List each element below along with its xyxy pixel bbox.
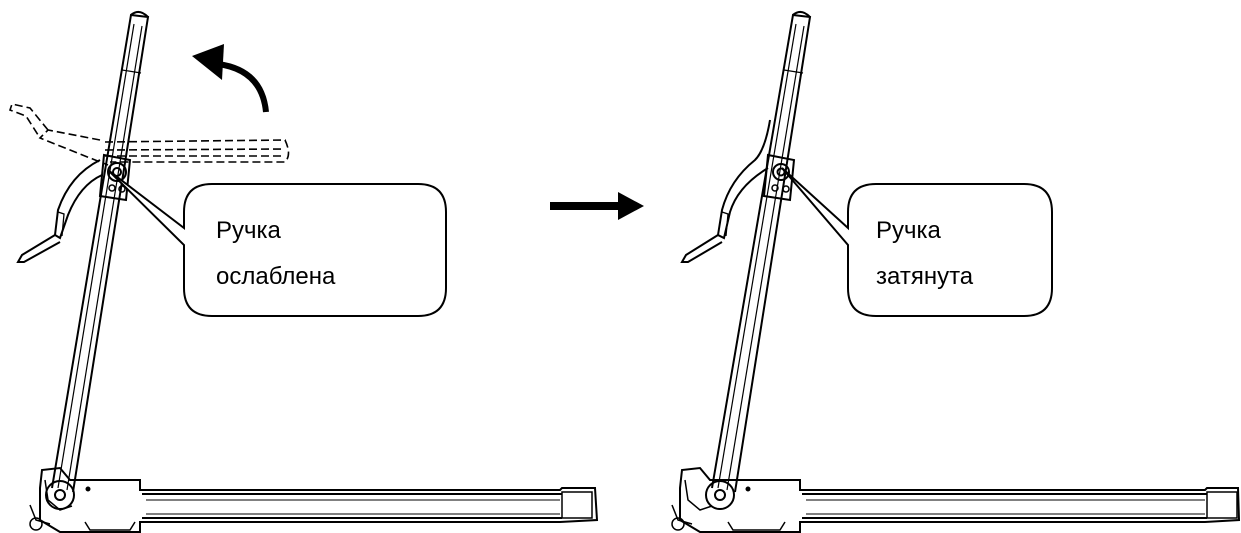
left-callout-line1: Ручка bbox=[216, 217, 282, 244]
left-handrail-folded bbox=[16, 159, 103, 263]
right-treadmill bbox=[671, 11, 1241, 533]
left-upright bbox=[51, 11, 150, 493]
right-deck bbox=[671, 466, 1241, 533]
right-callout-line1: Ручка bbox=[876, 217, 942, 244]
left-hinge-bracket bbox=[98, 153, 132, 202]
right-callout: Ручка затянута bbox=[781, 167, 1053, 317]
right-handrail-folded bbox=[680, 119, 771, 263]
left-treadmill bbox=[8, 11, 599, 533]
left-callout: Ручка ослаблена bbox=[107, 169, 447, 317]
transition-arrow bbox=[550, 192, 644, 220]
right-upright bbox=[711, 11, 812, 493]
left-callout-line2: ослаблена bbox=[216, 263, 336, 290]
left-handrail-raised bbox=[8, 103, 290, 166]
right-callout-line2: затянута bbox=[876, 263, 974, 290]
right-hinge-bracket bbox=[762, 153, 796, 202]
left-deck bbox=[29, 466, 599, 533]
rotation-arrow bbox=[192, 44, 269, 113]
